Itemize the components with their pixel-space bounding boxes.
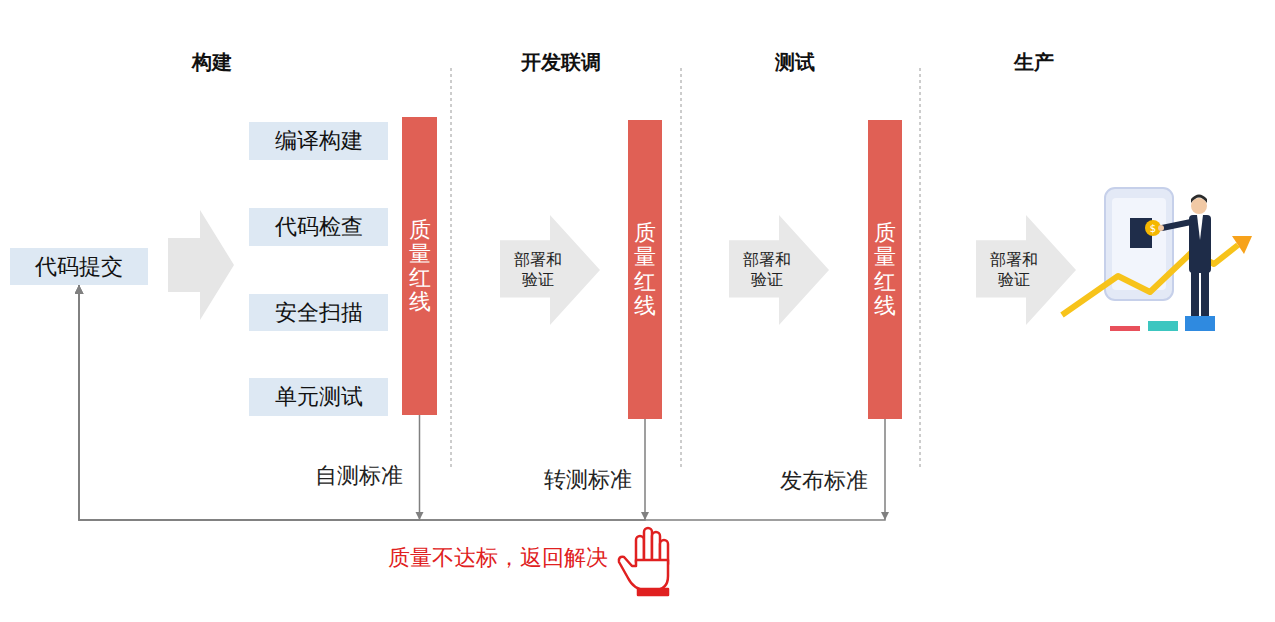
node-text: 部署和 验证 — [508, 250, 568, 290]
quality-gate-bar: 质量红线 — [868, 120, 902, 419]
stage-divider — [681, 68, 682, 470]
stage-header: 测试 — [775, 49, 815, 75]
node-text: 质量红线 — [634, 221, 656, 318]
feedback-connector — [79, 285, 420, 520]
junction-arrowhead — [881, 512, 889, 520]
quality-gate-bar: 质量红线 — [628, 120, 662, 419]
stage-header: 开发联调 — [521, 49, 601, 75]
stop-hand-icon — [619, 528, 668, 595]
svg-text:$: $ — [1150, 223, 1156, 234]
gate-criterion: 自测标准 — [315, 462, 403, 490]
growth-illustration: $ — [1062, 188, 1252, 331]
process-box: 安全扫描 — [249, 294, 388, 331]
stage-header: 生产 — [1014, 49, 1054, 75]
junction-arrowhead — [416, 512, 424, 520]
flow-arrow — [168, 210, 234, 320]
deploy-arrow: 部署和 验证 — [976, 215, 1076, 325]
stage-header: 构建 — [192, 49, 232, 75]
feedback-connector — [79, 285, 645, 520]
stage-divider — [451, 68, 452, 470]
quality-gate-bar: 质量红线 — [402, 117, 437, 415]
warning-note: 质量不达标，返回解决 — [388, 544, 608, 572]
node-text: 代码检查 — [275, 214, 363, 240]
node-text: 代码提交 — [35, 254, 123, 280]
stage-divider — [920, 68, 921, 470]
deploy-arrow: 部署和 验证 — [729, 215, 829, 325]
node-text: 单元测试 — [275, 384, 363, 410]
gate-criterion: 转测标准 — [544, 466, 632, 494]
junction-arrowhead — [641, 512, 649, 520]
node-text: 质量红线 — [874, 221, 896, 318]
feedback-connector — [79, 285, 885, 520]
deploy-arrow: 部署和 验证 — [500, 215, 600, 325]
node-text: 部署和 验证 — [984, 250, 1044, 290]
arrow-outline — [976, 215, 1076, 325]
node-text: 质量红线 — [409, 218, 431, 315]
arrow-outline — [500, 215, 600, 325]
node-text: 编译构建 — [275, 128, 363, 154]
node-text: 部署和 验证 — [737, 250, 797, 290]
process-box: 代码检查 — [249, 208, 388, 246]
process-box: 单元测试 — [249, 378, 388, 416]
arrow-outline — [729, 215, 829, 325]
node-text: 安全扫描 — [275, 300, 363, 326]
process-box: 编译构建 — [249, 122, 388, 160]
process-box: 代码提交 — [10, 248, 148, 285]
gate-criterion: 发布标准 — [780, 467, 868, 495]
